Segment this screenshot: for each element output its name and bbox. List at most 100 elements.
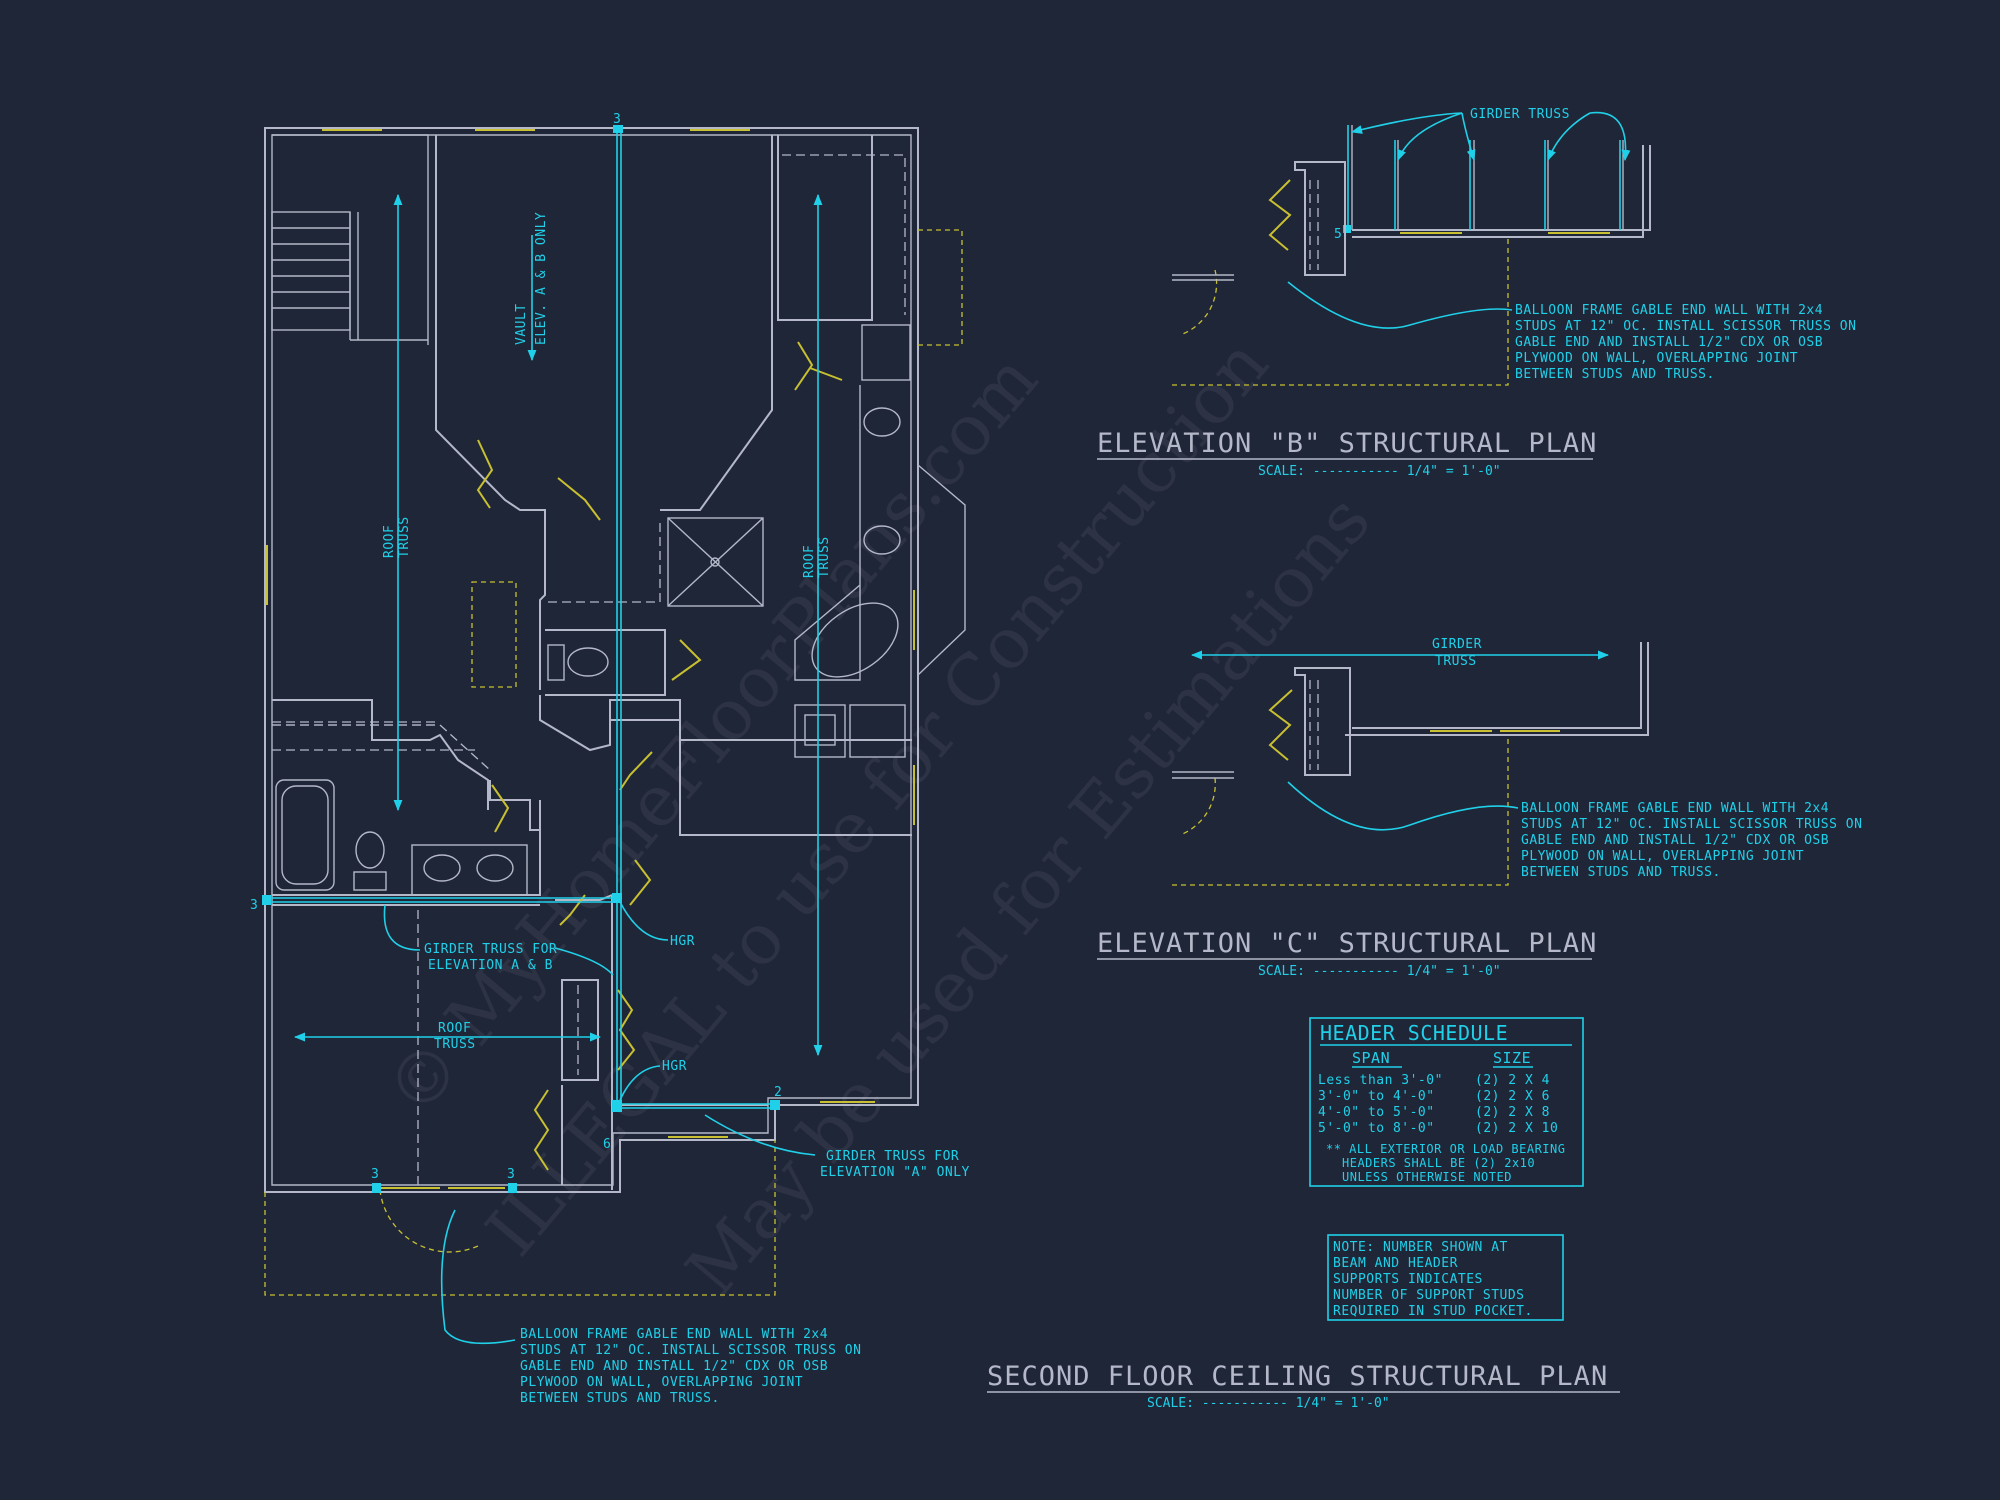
elev-b-note-leader: [1287, 281, 1513, 329]
roof-truss-right-label-2: TRUSS: [817, 536, 832, 578]
stud-mark-bottom-left: 3: [371, 1167, 379, 1182]
balloon-note-line: BALLOON FRAME GABLE END WALL WITH 2x4: [520, 1327, 828, 1342]
stud-note: NOTE: NUMBER SHOWN AT BEAM AND HEADER SU…: [1327, 1234, 1564, 1321]
girder-note-a-1: GIRDER TRUSS FOR: [826, 1149, 959, 1164]
bedroom3-wall: [679, 740, 912, 836]
header-row-span: 3'-0" to 4'-0": [1318, 1089, 1435, 1104]
elev-b-girder-leader: [1589, 111, 1631, 162]
sink-icon: [863, 525, 901, 555]
elev-b-stud-mark: 5: [1334, 227, 1342, 242]
elev-c-closet: [1309, 680, 1319, 770]
girder-ab-leader-2: [554, 947, 614, 976]
girder-note-ab-2: ELEVATION A & B: [428, 958, 553, 973]
elev-b-note: BALLOON FRAME GABLE END WALL WITH 2x4 ST…: [1515, 303, 1856, 382]
elev-c-note-line: GABLE END AND INSTALL 1/2" CDX OR OSB: [1521, 833, 1829, 848]
stud-mark-top: 3: [613, 112, 621, 127]
toilet-icon: [355, 831, 385, 869]
elev-c-bump-wall: [1294, 667, 1351, 776]
elev-b-note-line: STUDS AT 12" OC. INSTALL SCISSOR TRUSS O…: [1515, 319, 1856, 334]
dryer: [849, 704, 906, 758]
elev-c-title: ELEVATION "C" STRUCTURAL PLAN: [1097, 928, 1597, 959]
elev-b-girder-leader: [1547, 112, 1591, 162]
stud-mark-left: 3: [250, 898, 258, 913]
elev-c-note-line: PLYWOOD ON WALL, OVERLAPPING JOINT: [1521, 849, 1804, 864]
sink-icon: [423, 854, 461, 882]
stud-note-box: [1327, 1234, 1564, 1321]
elev-c-exterior-wall-inner: [1352, 642, 1642, 729]
elev-b-closet: [1309, 180, 1319, 270]
balloon-note: BALLOON FRAME GABLE END WALL WITH 2x4 ST…: [520, 1327, 861, 1406]
elev-b-note-line: GABLE END AND INSTALL 1/2" CDX OR OSB: [1515, 335, 1823, 350]
hgr-leader-2: [619, 1065, 661, 1101]
elev-b-note-line: BETWEEN STUDS AND TRUSS.: [1515, 367, 1715, 382]
header-footnote-line: ** ALL EXTERIOR OR LOAD BEARING: [1326, 1142, 1565, 1156]
girder-ab-leader: [383, 904, 421, 951]
header-row-span: 4'-0" to 5'-0": [1318, 1105, 1435, 1120]
attic-access: [471, 581, 517, 688]
elev-b-girders: [1347, 125, 1624, 230]
header-row-size: (2) 2 X 6: [1475, 1089, 1550, 1104]
stud-mark-bottom-right: 3: [507, 1167, 515, 1182]
elev-c-door-swing: [1268, 689, 1293, 761]
elev-b-porch: [1172, 237, 1509, 386]
washer: [794, 704, 846, 758]
girder-note-ab-1: GIRDER TRUSS FOR: [424, 942, 557, 957]
shower: [667, 517, 764, 607]
stud-mark-corner: 2: [774, 1085, 782, 1100]
balloon-note-line: GABLE END AND INSTALL 1/2" CDX OR OSB: [520, 1359, 828, 1374]
elevation-c-plan: GIRDER TRUSS BALLOON FRAME GABLE END WAL…: [1097, 637, 1862, 979]
bedroom-closet: [561, 979, 599, 1081]
stud-note-line: BEAM AND HEADER: [1333, 1256, 1458, 1271]
elev-b-exterior-wall-inner: [1352, 145, 1644, 238]
elev-c-exterior-wall: [1345, 642, 1649, 736]
elev-b-note-line: PLYWOOD ON WALL, OVERLAPPING JOINT: [1515, 351, 1798, 366]
stud-note-line: NUMBER OF SUPPORT STUDS: [1333, 1288, 1525, 1303]
closet-shelf: [782, 154, 906, 315]
stud-note-line: NOTE: NUMBER SHOWN AT: [1333, 1240, 1508, 1255]
elev-b-girder-leader: [1461, 112, 1476, 162]
sink-icon: [476, 854, 514, 882]
elev-b-girder-leader: [1397, 112, 1463, 162]
header-row-size: (2) 2 X 4: [1475, 1073, 1550, 1088]
balloon-note-line: BETWEEN STUDS AND TRUSS.: [520, 1391, 720, 1406]
elev-c-note-line: BETWEEN STUDS AND TRUSS.: [1521, 865, 1721, 880]
elev-b-note-line: BALLOON FRAME GABLE END WALL WITH 2x4: [1515, 303, 1823, 318]
sink-icon: [863, 407, 901, 437]
exterior-wall-inner: [271, 134, 912, 1186]
header-row-size: (2) 2 X 10: [1475, 1121, 1558, 1136]
main-plan-title: SECOND FLOOR CEILING STRUCTURAL PLAN: [987, 1361, 1608, 1392]
elev-c-note-line: BALLOON FRAME GABLE END WALL WITH 2x4: [1521, 801, 1829, 816]
elev-b-door-swing: [1268, 179, 1292, 251]
drain-icon: [710, 557, 720, 567]
roof-truss-label-2: TRUSS: [397, 516, 412, 558]
stud-pockets: [262, 125, 1351, 1193]
header-schedule-col-span: SPAN: [1352, 1049, 1390, 1067]
toilet-icon: [567, 647, 609, 677]
roof-truss-label-1: ROOF: [382, 525, 397, 558]
roof-truss-bottom-label-2: TRUSS: [434, 1037, 476, 1052]
elev-b-title: ELEVATION "B" STRUCTURAL PLAN: [1097, 428, 1597, 459]
double-vanity: [411, 844, 528, 896]
header-schedule-title: HEADER SCHEDULE: [1320, 1021, 1508, 1045]
elev-c-note-leader: [1287, 781, 1519, 831]
roof-truss-bottom-label-1: ROOF: [438, 1021, 471, 1036]
hgr-leader-1: [619, 901, 669, 941]
hall-bath-side-wall: [489, 780, 541, 895]
header-schedule-col-size: SIZE: [1493, 1049, 1531, 1067]
stud-mark-pocket: 6: [603, 1137, 611, 1152]
header-footnote-line: HEADERS SHALL BE (2) 2x10: [1342, 1156, 1535, 1170]
balloon-note-leader: [440, 1209, 516, 1345]
hall-wall: [609, 719, 680, 745]
elev-b-scale: SCALE: ----------- 1/4" = 1'-0": [1258, 464, 1501, 479]
balloon-note-line: STUDS AT 12" OC. INSTALL SCISSOR TRUSS O…: [520, 1343, 861, 1358]
girder-a-leader: [704, 1114, 816, 1156]
roof-truss-right-label-1: ROOF: [802, 545, 817, 578]
stud-note-line: SUPPORTS INDICATES: [1333, 1272, 1483, 1287]
elev-b-girder-leader: [1350, 112, 1463, 134]
elev-c-scale: SCALE: ----------- 1/4" = 1'-0": [1258, 964, 1501, 979]
windows: [266, 129, 915, 1189]
stair-room-wall: [272, 134, 429, 345]
hall-bath-soffit: [272, 724, 491, 771]
hall-closet-shelf: [548, 520, 661, 603]
